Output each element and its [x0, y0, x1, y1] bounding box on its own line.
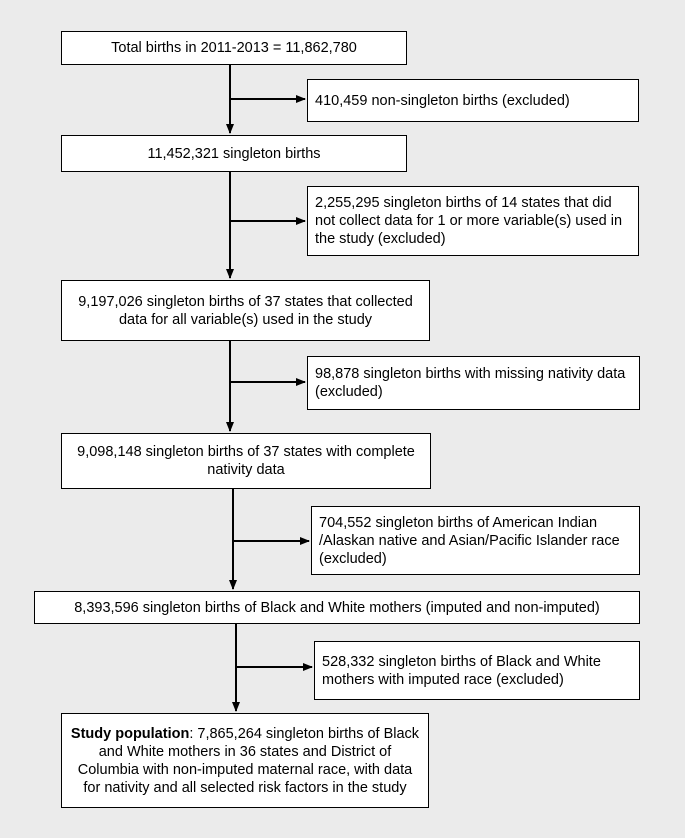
black-white-mothers-box: 8,393,596 singleton births of Black and … [34, 591, 640, 624]
singleton-births-text: 11,452,321 singleton births [147, 145, 321, 162]
study-population-description: : 7,865,264 singleton births of Black an… [77, 725, 420, 796]
states-37-box: 9,197,026 singleton births of 37 states … [61, 280, 430, 341]
total-births-text: Total births in 2011-2013 = 11,862,780 [111, 40, 357, 56]
excluded-non-singleton-text: 410,459 non-singleton births (excluded) [315, 92, 570, 109]
study-population-box: Study population: 7,865,264 singleton bi… [61, 713, 429, 808]
study-population-label: Study population [70, 725, 190, 742]
excluded-imputed-box: 528,332 singleton births of Black and Wh… [314, 641, 640, 700]
complete-nativity-text: 9,098,148 singleton births of 37 states … [77, 444, 415, 478]
excluded-non-singleton-box: 410,459 non-singleton births (excluded) [307, 79, 639, 122]
excluded-aian-api-text: 704,552 singleton births of American Ind… [319, 514, 620, 567]
excluded-missing-nativity-text: 98,878 singleton births with missing nat… [315, 366, 626, 400]
excluded-imputed-text: 528,332 singleton births of Black and Wh… [322, 653, 601, 688]
black-white-mothers-text: 8,393,596 singleton births of Black and … [74, 599, 600, 616]
study-population-text: Study population: 7,865,264 singleton bi… [62, 725, 428, 797]
singleton-births-box: 11,452,321 singleton births [61, 135, 407, 172]
excluded-aian-api-box: 704,552 singleton births of American Ind… [311, 506, 640, 575]
excluded-14-states-text: 2,255,295 singleton births of 14 states … [315, 195, 623, 247]
complete-nativity-box: 9,098,148 singleton births of 37 states … [61, 433, 431, 489]
states-37-text: 9,197,026 singleton births of 37 states … [78, 293, 413, 328]
excluded-14-states-box: 2,255,295 singleton births of 14 states … [307, 186, 639, 256]
total-births-box: Total births in 2011-2013 = 11,862,780 [61, 31, 407, 65]
excluded-missing-nativity-box: 98,878 singleton births with missing nat… [307, 356, 640, 410]
